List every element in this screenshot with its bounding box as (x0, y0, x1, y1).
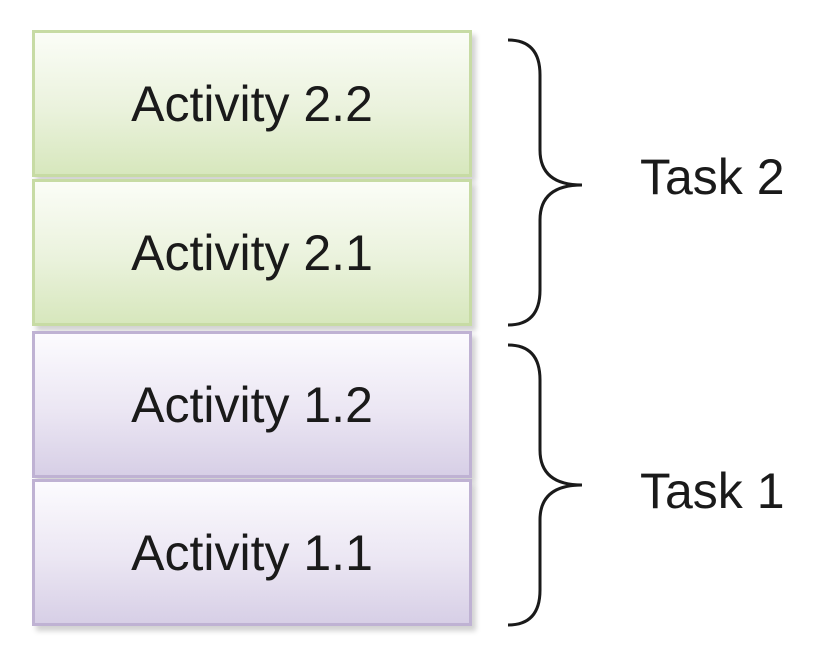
activity-box-2-2: Activity 2.2 (32, 30, 472, 177)
activity-label: Activity 1.1 (131, 524, 373, 581)
task-1-brace (507, 343, 583, 627)
task-braces (507, 38, 583, 627)
activity-box-1-2: Activity 1.2 (32, 331, 472, 478)
task-2-label: Task 2 (640, 149, 785, 205)
activity-box-1-1: Activity 1.1 (32, 479, 472, 626)
task-2-brace (507, 38, 583, 327)
activity-label: Activity 2.2 (131, 75, 373, 132)
activity-label: Activity 1.2 (131, 376, 373, 433)
activity-stack: Activity 2.2 Activity 2.1 Activity 1.2 A… (32, 30, 472, 626)
activity-box-2-1: Activity 2.1 (32, 179, 472, 326)
activity-label: Activity 2.1 (131, 224, 373, 281)
task-1-label: Task 1 (640, 463, 785, 519)
